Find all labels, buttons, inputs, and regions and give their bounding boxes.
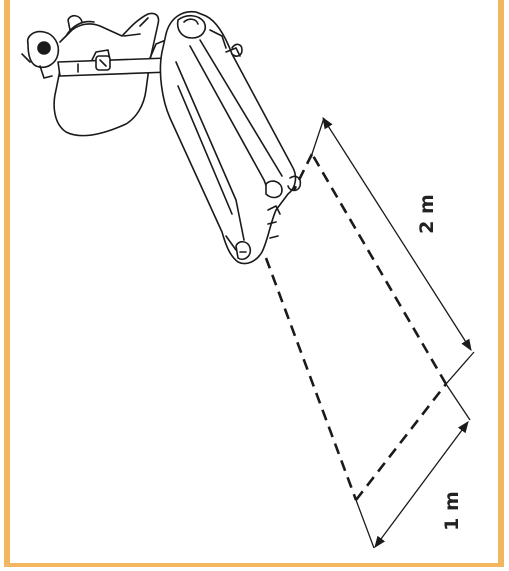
work-area-left-edge	[264, 257, 358, 501]
work-area-bottom-edge	[354, 383, 448, 501]
work-area-top-edge	[292, 153, 314, 191]
dimension-width	[355, 383, 471, 549]
dimension-line-2m	[322, 117, 472, 351]
extension-line-top	[311, 117, 325, 155]
dimension-line-1m	[374, 421, 469, 548]
extension-line-right	[445, 383, 471, 421]
width-label: 1 m	[441, 491, 463, 531]
drum-mower-icon	[21, 10, 302, 265]
work-area-right-edge	[310, 153, 448, 385]
length-label: 2 m	[416, 194, 438, 234]
dimension-length	[311, 117, 475, 385]
extension-line-mid	[445, 351, 475, 385]
frame-border	[4, 0, 504, 567]
extension-line-bottom	[355, 499, 375, 549]
